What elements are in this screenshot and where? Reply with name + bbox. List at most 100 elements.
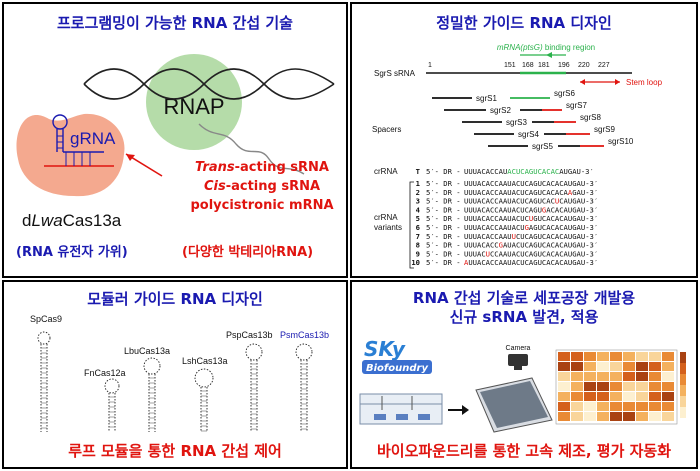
heatmap-cell <box>597 382 609 391</box>
heatmap-cell <box>558 402 570 411</box>
heatmap-cell <box>597 372 609 381</box>
colorbar-segment <box>680 374 686 385</box>
panel-rna-interference-tech: 프로그램밍이 가능한 RNA 간섭 기술 RNAP <box>2 2 348 278</box>
heatmap-cell <box>610 412 622 421</box>
variant-row-3-prefix: 5′- DR - <box>426 197 461 206</box>
heatmap-cell <box>662 372 674 381</box>
heatmap-cell <box>558 352 570 361</box>
grna-hairpin-icon <box>44 114 114 167</box>
heatmap-cell <box>623 402 635 411</box>
heatmap-cell <box>584 352 596 361</box>
heatmap-cell <box>558 412 570 421</box>
heatmap-cell <box>610 382 622 391</box>
heatmap-cell <box>636 352 648 361</box>
panel4-title-line1: RNA 간섭 기술로 세포공장 개발용 <box>413 289 635 307</box>
red-arrow-head-icon <box>126 154 135 161</box>
cis-acting-text: Cis-acting sRNA <box>204 179 320 194</box>
mrna-strand <box>198 123 305 175</box>
stem-loop-label: Stem loop <box>626 78 663 87</box>
spacer-label-5: sgrS5 <box>532 142 553 151</box>
dna-strand-2 <box>83 68 335 100</box>
variant-row-5-prefix: 5′- DR - <box>426 214 461 223</box>
spcas9-label: SpCas9 <box>30 314 62 324</box>
stem-loop-left-arrow-icon <box>580 79 585 85</box>
right-caption: (다양한 박테리아RNA) <box>182 244 313 260</box>
heatmap-cell <box>571 372 583 381</box>
rnap-label: RNAP <box>163 94 224 119</box>
heatmap-cell <box>623 352 635 361</box>
heatmap-cell <box>649 352 661 361</box>
biofoundry-logo-bar <box>362 360 432 374</box>
heatmap-cell <box>584 402 596 411</box>
variant-row-2-prefix: 5′- DR - <box>426 188 461 197</box>
heatmap-cell <box>662 392 674 401</box>
variant-row-8-seq: UUUACACCGAUACUCAGUCACACAUGAU-3′ <box>464 241 598 250</box>
well-plate-icon <box>475 377 553 433</box>
stem-loop-right-arrow-icon <box>615 79 620 85</box>
panel2-title: 정밀한 가이드 RNA 디자인 <box>436 14 612 32</box>
variant-row-5-seq: UUUACACCAAUACUCUGUCACACAUGAU-3′ <box>464 214 598 223</box>
spcas9-hairpin <box>37 331 51 432</box>
variant-row-1-prefix: 5′- DR - <box>426 179 461 188</box>
spacer-bars: sgrS1sgrS2sgrS3sgrS4sgrS5sgrS6sgrS7sgrS8… <box>432 89 634 151</box>
panel3-title: 모듈러 가이드 RNA 디자인 <box>87 290 263 308</box>
variant-row-1-index: 1 <box>416 179 420 188</box>
variant-row-10-prefix: 5′- DR - <box>426 258 461 267</box>
spacer-label-2: sgrS2 <box>490 106 511 115</box>
sgrs-srna-label: SgrS sRNA <box>374 69 416 78</box>
spacer-label-8: sgrS8 <box>580 113 601 122</box>
result-heatmap <box>555 349 686 425</box>
heatmap-cell <box>623 392 635 401</box>
panel3-svg: 모듈러 가이드 RNA 디자인 SpCas9 FnCas12a LbuCas13… <box>30 290 329 460</box>
psmcas13b-label: PsmCas13b <box>280 330 329 340</box>
heatmap-cell <box>649 412 661 421</box>
variant-row-4-seq: UUUACACCAAUACUCAGUGACACAUGAU-3′ <box>464 205 598 214</box>
variant-row-7-seq: UUUACACCAAUUCUCAGUCACACAUGAU-3′ <box>464 232 598 241</box>
panel1-title: 프로그램밍이 가능한 RNA 간섭 기술 <box>57 14 293 32</box>
variants-label-2: variants <box>374 223 402 232</box>
camera-icon <box>508 354 528 370</box>
pspcas13b-label: PspCas13b <box>226 330 273 340</box>
rna-hairpin-structures <box>37 331 313 432</box>
colorbar-segment <box>680 352 686 363</box>
panel3-caption: 루프 모듈을 통한 RNA 간섭 제어 <box>68 442 282 460</box>
pspcas13b-hairpin <box>245 343 263 432</box>
heatmap-cell <box>571 412 583 421</box>
spacer-label-7: sgrS7 <box>566 101 587 110</box>
variant-row-6-seq: UUUACACCAAUACUGAGUCACACAUGAU-3′ <box>464 223 598 232</box>
heatmap-cell <box>636 372 648 381</box>
variant-row-3-seq: UUUACACCAAUACUCAGUCACUCAUGAU-3′ <box>464 197 598 206</box>
heatmap-cell <box>571 402 583 411</box>
heatmap-cell <box>610 392 622 401</box>
position-label-1: 151 <box>504 62 516 69</box>
psmcas13b-hairpin <box>295 343 313 432</box>
variant-row-10-index: 10 <box>411 258 420 267</box>
heatmap-cell <box>597 412 609 421</box>
crrna-row-seq: UUUACACCAUACUCAGUCACACAUGAU-3′ <box>464 167 594 176</box>
position-label-5: 220 <box>578 62 590 69</box>
variant-row-4-index: 4 <box>416 205 420 214</box>
colorbar-segment <box>680 407 686 418</box>
lbucas13a-hairpin <box>143 357 161 432</box>
heatmap-cell <box>649 382 661 391</box>
heatmap-cell <box>636 402 648 411</box>
panel4-caption: 바이오파운드리를 통한 고속 제조, 평가 자동화 <box>377 442 671 460</box>
spacer-label-1: sgrS1 <box>476 94 497 103</box>
position-label-3: 181 <box>538 62 550 69</box>
heatmap-cell <box>623 382 635 391</box>
heatmap-cell <box>662 412 674 421</box>
position-label-6: 227 <box>598 62 610 69</box>
heatmap-cell <box>558 372 570 381</box>
position-label-4: 196 <box>558 62 570 69</box>
lbucas13a-label: LbuCas13a <box>124 346 170 356</box>
binding-arrow-icon <box>546 52 552 58</box>
binding-region-label: mRNA(ptsG) binding region <box>497 43 595 52</box>
panel-biofoundry: RNA 간섭 기술로 세포공장 개발용 신규 sRNA 발견, 적용 SKy B… <box>350 280 698 469</box>
heatmap-cell <box>584 392 596 401</box>
heatmap-cell <box>662 402 674 411</box>
variant-row-7-index: 7 <box>416 232 420 241</box>
